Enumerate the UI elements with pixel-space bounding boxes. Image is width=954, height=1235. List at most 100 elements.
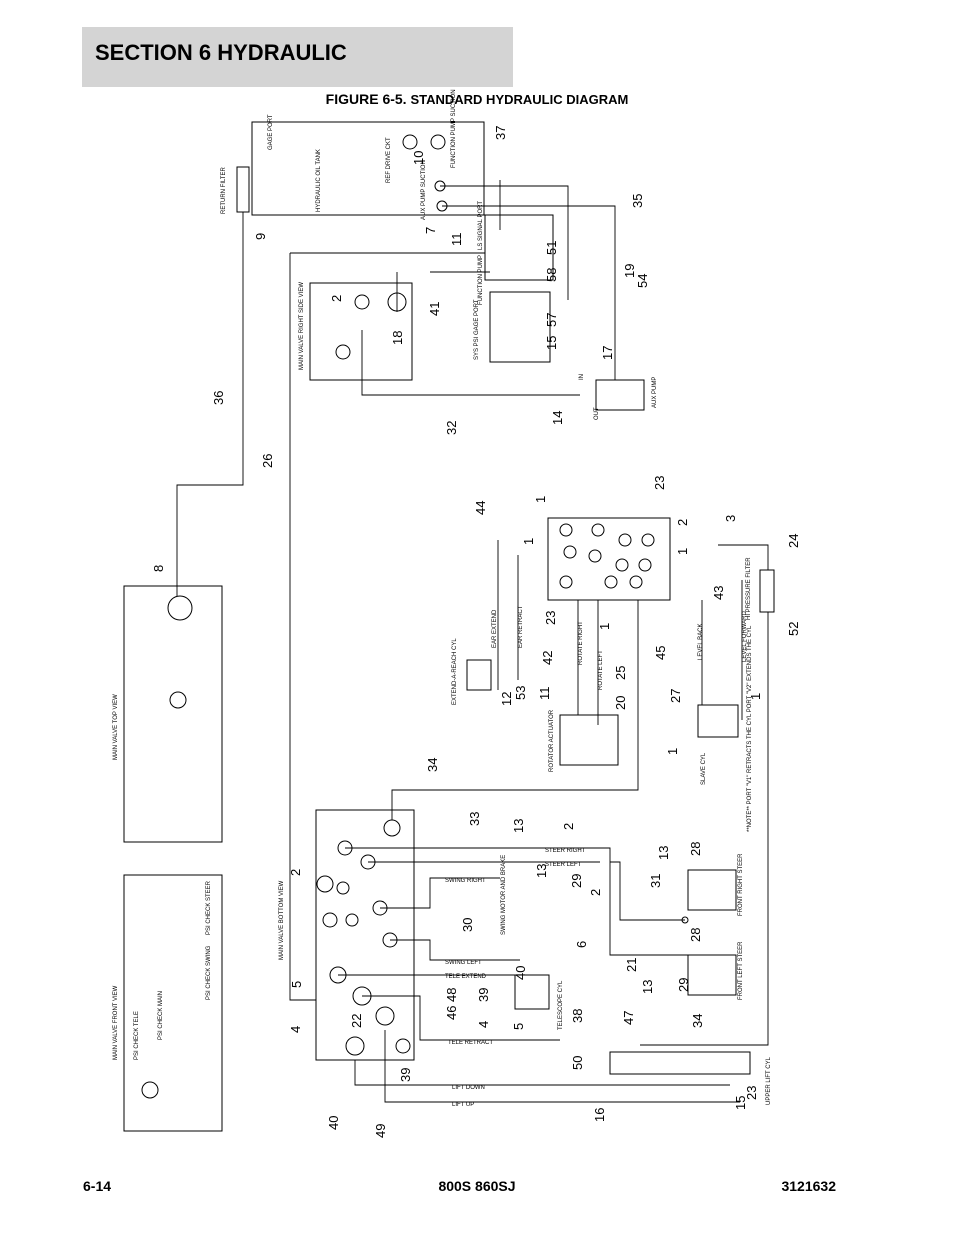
label-extend-a-reach-cyl: EXTEND-A-REACH CYL xyxy=(452,638,458,705)
main-valve-top xyxy=(123,585,223,843)
callout-numbers: 37 10 35 7 9 11 51 58 19 54 2 18 41 57 1… xyxy=(151,126,801,1138)
callout: 10 xyxy=(411,151,426,165)
port-p2 xyxy=(354,294,370,310)
telescope-cyl xyxy=(514,974,550,1010)
callout: 42 xyxy=(540,651,555,665)
callout: 24 xyxy=(786,534,801,548)
main-valve-front xyxy=(123,874,223,1132)
callout: 13 xyxy=(534,864,549,878)
main-valve-bottom xyxy=(315,809,415,1061)
port xyxy=(618,533,632,547)
label-main-valve-top-view: MAIN VALVE TOP VIEW xyxy=(113,694,119,760)
callout: 46 xyxy=(444,1006,459,1020)
label-front-left-steer: FRONT LEFT STEER xyxy=(738,941,744,1000)
port xyxy=(588,549,602,563)
label-ls-signal-port: LS SIGNAL PORT xyxy=(478,201,484,250)
callout: 23 xyxy=(543,611,558,625)
label-rotator-actuator: ROTATOR ACTUATOR xyxy=(549,709,555,772)
callout: 9 xyxy=(253,233,268,240)
callout: 2 xyxy=(675,519,690,526)
callout: 29 xyxy=(569,874,584,888)
callout: 13 xyxy=(656,846,671,860)
hydraulic-lines xyxy=(176,180,769,1103)
document-number: 3121632 xyxy=(781,1178,836,1194)
hi-pressure-filter xyxy=(759,569,775,613)
callout: 32 xyxy=(444,421,459,435)
label-steer-right: STEER RIGHT xyxy=(545,848,586,854)
callout: 54 xyxy=(635,274,650,288)
label-main-valve-bottom-view: MAIN VALVE BOTTOM VIEW xyxy=(279,880,285,960)
port xyxy=(638,558,652,572)
callout: 15 xyxy=(544,336,559,350)
callout: 40 xyxy=(513,966,528,980)
port xyxy=(604,575,618,589)
label-telescope-cyl: TELESCOPE CYL xyxy=(558,980,564,1030)
callout: 27 xyxy=(668,689,683,703)
label-upper-lift-cyl: UPPER LIFT CYL xyxy=(766,1056,772,1105)
model-name: 800S 860SJ xyxy=(438,1178,516,1194)
port-p3 xyxy=(395,1038,411,1054)
label-function-pump-suction: FUNCTION PUMP SUCTION xyxy=(451,89,457,168)
callout: 12 xyxy=(499,692,514,706)
callout: 11 xyxy=(449,233,464,247)
port xyxy=(375,1006,395,1026)
main-valve-right-side xyxy=(309,282,413,381)
callout: 29 xyxy=(676,978,691,992)
label-tele-extend: TELE EXTEND xyxy=(445,974,487,980)
port xyxy=(641,533,655,547)
callout: 28 xyxy=(688,842,703,856)
callout: 38 xyxy=(570,1009,585,1023)
callout: 1 xyxy=(675,548,690,555)
label-psi-check-steer: PSI CHECK STEER xyxy=(206,880,212,935)
section-title: SECTION 6 HYDRAULIC xyxy=(95,40,347,65)
callout: 37 xyxy=(493,126,508,140)
callout: 39 xyxy=(476,988,491,1002)
port xyxy=(169,691,187,709)
label-hydraulic-oil-tank: HYDRAULIC OIL TANK xyxy=(316,149,322,212)
label-aux-pump-suction: AUX PUMP SUCTION xyxy=(421,160,427,220)
label-ear-retract: EAR RETRACT xyxy=(518,605,524,648)
callout: 1 xyxy=(665,748,680,755)
port xyxy=(615,558,629,572)
components xyxy=(123,121,775,1132)
label-psi-check-tele: PSI CHECK TELE xyxy=(134,1011,140,1060)
callout: 2 xyxy=(329,295,344,302)
callout: 47 xyxy=(621,1011,636,1025)
fitting xyxy=(402,134,418,150)
port xyxy=(591,523,605,537)
port xyxy=(563,545,577,559)
function-pump xyxy=(489,291,551,363)
callout: 15 xyxy=(733,1096,748,1110)
port xyxy=(559,575,573,589)
callout: 2 xyxy=(288,869,303,876)
callout: 44 xyxy=(473,501,488,515)
fitting xyxy=(430,134,446,150)
callout: 17 xyxy=(600,346,615,360)
callout: 4 xyxy=(288,1026,303,1033)
port-t1 xyxy=(167,595,193,621)
front-right-steer xyxy=(687,869,737,911)
callout: 1 xyxy=(533,496,548,503)
callout: 45 xyxy=(653,646,668,660)
label-return-filter: RETURN FILTER xyxy=(221,166,227,214)
callout: 25 xyxy=(613,666,628,680)
label-gage-port: GAGE PORT xyxy=(268,114,274,150)
callout: 33 xyxy=(467,812,482,826)
callout: 1 xyxy=(597,623,612,630)
callout: 30 xyxy=(460,918,475,932)
figure-title: STANDARD HYDRAULIC DIAGRAM xyxy=(410,92,629,107)
callout: 58 xyxy=(544,268,559,282)
ls-pump xyxy=(484,214,554,281)
callout: 5 xyxy=(289,981,304,988)
label-rotate-right: ROTATE RIGHT xyxy=(578,621,584,665)
port xyxy=(141,1081,159,1099)
upper-lift-cyl xyxy=(609,1051,751,1075)
port xyxy=(559,523,573,537)
callout: 19 xyxy=(622,264,637,278)
callout: 21 xyxy=(624,958,639,972)
callout: 51 xyxy=(544,241,559,255)
label-ref-drive-ckt: REF DRIVE CKT xyxy=(386,137,392,183)
label-main-valve-right-side-view: MAIN VALVE RIGHT SIDE VIEW xyxy=(299,282,305,370)
label-function-pump: FUNCTION PUMP xyxy=(478,255,484,305)
